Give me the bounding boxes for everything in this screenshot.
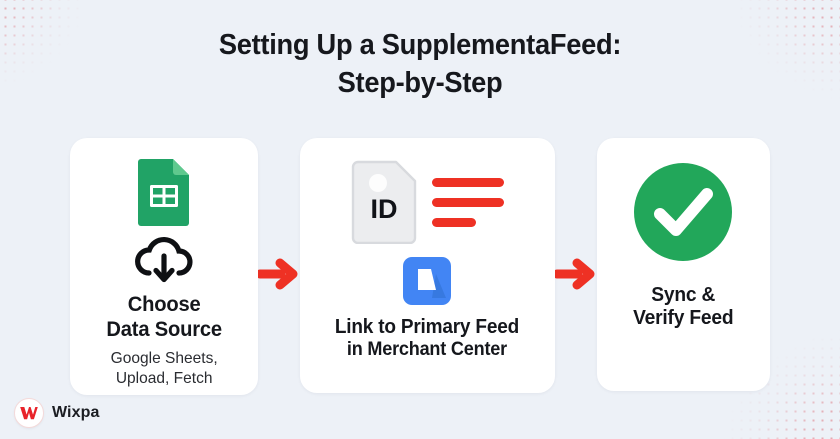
- step-2-title: Link to Primary Feed in Merchant Center: [335, 316, 519, 362]
- cloud-download-icon: [134, 237, 193, 283]
- red-bar-2: [431, 197, 504, 207]
- red-bars-icon: [431, 177, 504, 227]
- step-card-sync-verify-feed[interactable]: Sync & Verify Feed: [596, 138, 770, 391]
- id-and-bars-group: ID: [351, 160, 504, 244]
- step-1-title-line-1: Choose: [127, 293, 201, 316]
- step-2-title-line-2: in Merchant Center: [347, 339, 508, 361]
- id-tag-icon: ID: [351, 160, 416, 244]
- red-bar-1: [431, 177, 504, 187]
- svg-text:ID: ID: [370, 194, 397, 224]
- brand-name: Wixpa: [52, 404, 100, 421]
- step-1-title: Choose Data Source: [106, 293, 222, 342]
- arrow-step2-to-step3: [554, 258, 597, 290]
- step-2-title-line-1: Link to Primary Feed: [335, 316, 520, 338]
- step-card-choose-data-source[interactable]: Choose Data Source Google Sheets, Upload…: [70, 138, 258, 395]
- step-3-title: Sync & Verify Feed: [633, 284, 734, 331]
- red-bar-3: [431, 217, 476, 227]
- green-check-circle-icon: [634, 163, 733, 261]
- brand-logo[interactable]: Wixpa: [14, 398, 99, 428]
- arrow-step1-to-step2: [257, 258, 300, 290]
- merchant-center-icon: [403, 257, 452, 305]
- page-title-line-1: Setting Up a SupplementaFeed:: [218, 29, 622, 61]
- step-1-subtitle-line-1: Google Sheets,: [110, 350, 218, 368]
- step-3-title-line-2: Verify Feed: [633, 307, 734, 330]
- page-title: Setting Up a SupplementaFeed: Step-by-St…: [25, 26, 815, 103]
- step-1-subtitle-line-2: Upload, Fetch: [115, 370, 213, 388]
- wixpa-mark-icon: [14, 398, 44, 428]
- step-3-title-line-1: Sync &: [651, 284, 716, 306]
- step-1-subtitle: Google Sheets, Upload, Fetch: [110, 349, 217, 389]
- google-sheets-icon: [137, 159, 189, 226]
- page-title-line-2: Step-by-Step: [337, 67, 503, 100]
- steps-flow: Choose Data Source Google Sheets, Upload…: [70, 138, 770, 400]
- step-1-title-line-2: Data Source: [106, 317, 222, 341]
- step-card-link-primary-feed[interactable]: ID Link to Primary Feed in Merchant Cent…: [299, 138, 555, 393]
